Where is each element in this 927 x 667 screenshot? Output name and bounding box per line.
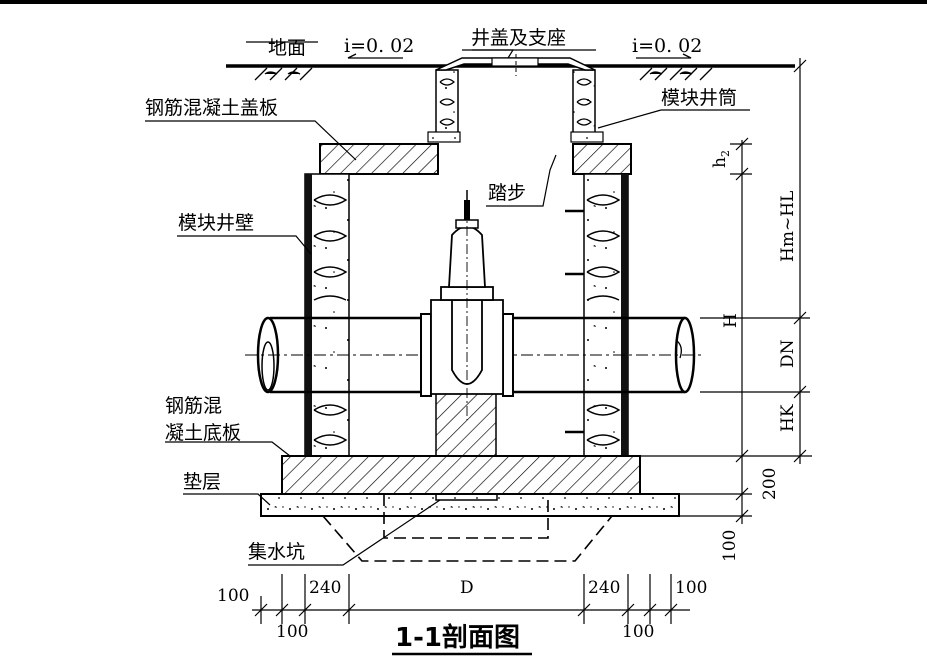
shaft-wall-right <box>572 69 596 139</box>
label-ground: 地面 <box>268 37 306 59</box>
cover-center <box>491 57 539 67</box>
slope-arrows <box>347 53 692 59</box>
dim-240-left: 240 <box>309 578 341 598</box>
cover-slab-right <box>572 143 632 175</box>
dim-100-br2: 100 <box>622 622 654 642</box>
sump-recess <box>435 494 498 501</box>
wall-blocks <box>313 194 621 446</box>
wall-left-skin <box>305 174 312 456</box>
label-slope-left: i=0. 02 <box>344 35 414 57</box>
label-slope-right: i=0. 02 <box>632 35 702 57</box>
steps <box>565 209 584 434</box>
wall-right-skin <box>621 174 628 456</box>
label-step: 踏步 <box>488 182 526 204</box>
sump-excavation <box>322 515 613 562</box>
valve-flange-right <box>502 313 514 397</box>
top-border <box>0 0 927 4</box>
cushion-layer <box>260 493 680 517</box>
label-module-shaft: 模块井筒 <box>661 87 737 109</box>
valve-flange-left <box>420 313 432 397</box>
dim-240-right: 240 <box>588 578 620 598</box>
sump-pit <box>383 494 549 539</box>
base-slab <box>281 455 641 495</box>
label-rc-cover: 钢筋混凝土盖板 <box>145 97 278 119</box>
leader-lines <box>145 41 750 566</box>
shaft-blocks <box>439 78 592 126</box>
label-cover-support: 井盖及支座 <box>471 27 566 49</box>
label-sump: 集水坑 <box>248 541 305 563</box>
cover-slab-left <box>319 143 439 175</box>
dim-100-br: 100 <box>675 578 707 598</box>
dim-bottom <box>252 574 690 624</box>
shaft-seat-right <box>570 131 604 143</box>
label-cushion: 垫层 <box>183 471 221 493</box>
dim-200: 200 <box>760 468 780 500</box>
drawing-title: 1-1剖面图 <box>395 622 520 653</box>
shaft-seat-left <box>427 131 461 143</box>
earth-hatch-right <box>639 67 713 81</box>
label-module-wall: 模块井壁 <box>178 212 254 234</box>
label-rc-base-2: 凝土底板 <box>165 422 241 444</box>
dim-h: H <box>721 313 741 328</box>
dim-hk: HK <box>778 404 798 432</box>
dim-100-right: 100 <box>720 530 740 562</box>
wall-left <box>304 173 350 457</box>
valve-pier <box>435 391 497 457</box>
label-rc-base-1: 钢筋混 <box>165 395 222 417</box>
pipe-end-left-inner <box>261 341 275 391</box>
shaft-wall-left <box>435 69 459 139</box>
dim-d: D <box>460 578 474 598</box>
dim-hm-hl: Hm~HL <box>778 191 798 262</box>
dim-dn: DN <box>778 339 798 368</box>
dim-100-bl: 100 <box>217 586 249 606</box>
earth-hatch-left <box>254 67 313 81</box>
dim-right <box>630 58 812 524</box>
dim-100-bl2: 100 <box>276 622 308 642</box>
dim-h2: h2 <box>710 150 732 168</box>
